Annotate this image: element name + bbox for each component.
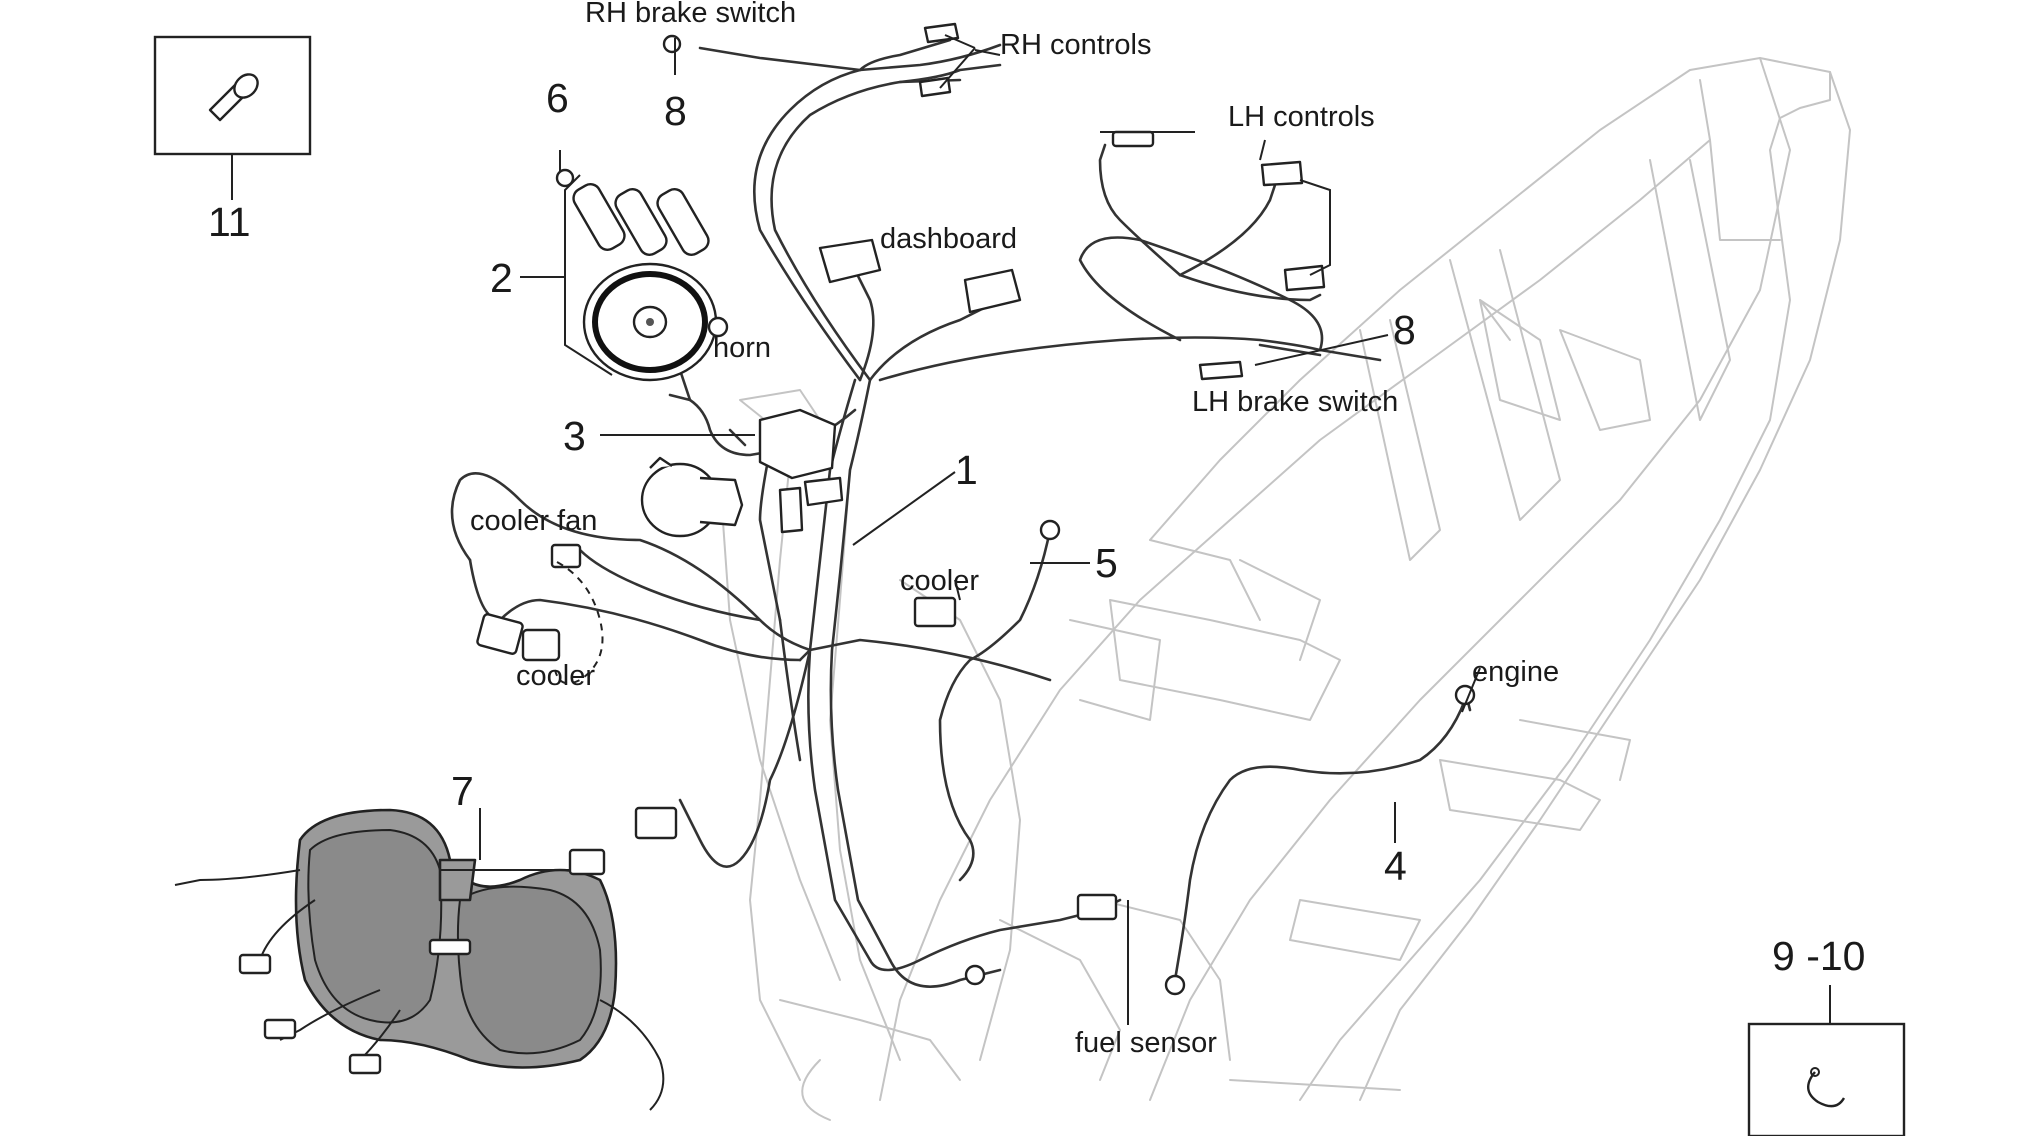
label-rh-brake-switch: RH brake switch xyxy=(585,0,796,29)
label-cooler-right: cooler xyxy=(900,565,979,597)
callout-9-10: 9 -10 xyxy=(1772,933,1865,979)
callout-4: 4 xyxy=(1384,843,1407,889)
horn-nut xyxy=(707,316,729,338)
misc-connectors xyxy=(634,360,1476,996)
dashboard-connectors xyxy=(818,238,1022,314)
callout-7: 7 xyxy=(451,768,474,814)
main-harness xyxy=(450,38,1472,988)
label-lh-controls: LH controls xyxy=(1228,101,1375,133)
callout-1: 1 xyxy=(955,447,978,493)
lh-controls-connectors xyxy=(1111,130,1326,292)
label-cooler-fan: cooler fan xyxy=(470,505,597,537)
callout-6: 6 xyxy=(546,75,569,121)
relay xyxy=(758,408,844,507)
leader-lines xyxy=(231,34,1831,1025)
label-engine: engine xyxy=(1472,656,1559,688)
fan-connectors xyxy=(476,543,604,685)
scooter-frame xyxy=(719,57,1851,1121)
label-horn: horn xyxy=(713,332,771,364)
callout-5: 5 xyxy=(1095,540,1118,586)
horn-assembly xyxy=(582,262,718,382)
item-11-box xyxy=(153,35,312,156)
callout-2: 2 xyxy=(490,255,513,301)
label-cooler-left: cooler xyxy=(516,660,595,692)
label-rh-controls: RH controls xyxy=(1000,29,1152,61)
horn-brackets xyxy=(555,168,710,256)
rh-controls-connectors xyxy=(662,22,960,98)
callout-11: 11 xyxy=(208,199,251,245)
instrument-cluster-cover xyxy=(174,808,665,1111)
label-lh-brake-switch: LH brake switch xyxy=(1192,386,1398,418)
callout-8-lh: 8 xyxy=(1393,307,1416,353)
callout-3: 3 xyxy=(563,413,586,459)
callout-8-rh: 8 xyxy=(664,88,687,134)
label-dashboard: dashboard xyxy=(880,223,1017,255)
item-9-10-box xyxy=(1747,1022,1906,1136)
label-fuel-sensor: fuel sensor xyxy=(1075,1027,1217,1059)
cooler-fan-motor xyxy=(640,456,744,538)
text-labels: RH brake switch RH controls LH controls … xyxy=(208,0,1865,1059)
